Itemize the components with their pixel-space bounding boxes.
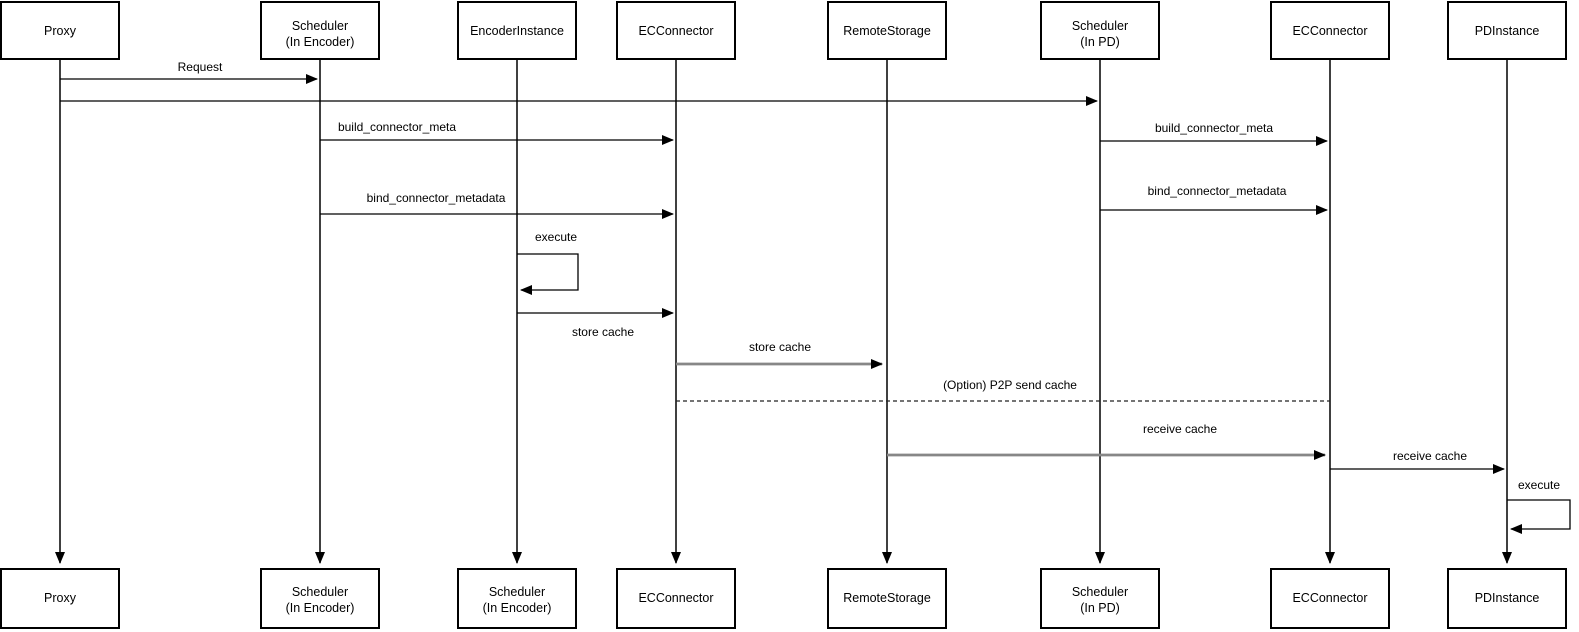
participant-top-remote-storage-label: RemoteStorage [843,24,931,38]
participant-top-scheduler-encoder [260,1,380,60]
message-selfloop-execute-encoder [517,253,579,295]
message-label-store-cache-2: store cache [749,340,811,354]
participant-bottom-encoder-instance-label-1: Scheduler [489,585,545,599]
participant-bottom-scheduler-encoder-label-2: (In Encoder) [286,601,355,615]
participant-top-remote-storage [827,1,947,60]
message-selfloop-execute-pd [1507,499,1571,534]
participant-bottom-remote-storage-label: RemoteStorage [843,591,931,605]
message-label-receive-cache-1: receive cache [1143,422,1217,436]
message-label-build-connector-meta-enc: build_connector_meta [338,120,456,134]
participant-bottom-ec-connector-pd-label: ECConnector [1292,591,1367,605]
participant-bottom-scheduler-pd [1040,568,1160,629]
participant-bottom-proxy [0,568,120,629]
participant-bottom-remote-storage [827,568,947,629]
message-label-bind-connector-metadata-pd: bind_connector_metadata [1148,184,1287,198]
participant-top-ec-connector-pd-label: ECConnector [1292,24,1367,38]
message-label-build-connector-meta-pd: build_connector_meta [1155,121,1273,135]
participant-bottom-pd-instance [1447,568,1567,629]
participant-top-ec-connector-pd [1270,1,1390,60]
participant-top-scheduler-encoder-label-1: Scheduler [292,19,348,33]
participant-bottom-pd-instance-label: PDInstance [1475,591,1540,605]
participant-top-ec-connector-enc-label: ECConnector [638,24,713,38]
participant-top-pd-instance-label: PDInstance [1475,24,1540,38]
participant-bottom-ec-connector-enc [616,568,736,629]
participant-bottom-scheduler-encoder-label-1: Scheduler [292,585,348,599]
message-label-execute-pd: execute [1518,478,1560,492]
participant-bottom-ec-connector-enc-label: ECConnector [638,591,713,605]
participant-bottom-proxy-label: Proxy [44,591,77,605]
participant-top-scheduler-pd [1040,1,1160,60]
participant-bottom-scheduler-pd-label-2: (In PD) [1080,601,1120,615]
participant-bottom-encoder-instance-label-2: (In Encoder) [483,601,552,615]
participant-top-ec-connector-enc [616,1,736,60]
participant-bottom-ec-connector-pd [1270,568,1390,629]
participant-top-proxy [0,1,120,60]
message-label-receive-cache-2: receive cache [1393,449,1467,463]
participant-top-scheduler-encoder-label-2: (In Encoder) [286,35,355,49]
message-label-bind-connector-metadata-enc: bind_connector_metadata [367,191,506,205]
participant-top-proxy-label: Proxy [44,24,77,38]
participant-bottom-scheduler-encoder [260,568,380,629]
message-label-execute-encoder: execute [535,230,577,244]
message-label-store-cache-1: store cache [572,325,634,339]
participant-top-encoder-instance-label: EncoderInstance [470,24,564,38]
participant-bottom-encoder-instance [457,568,577,629]
participant-top-scheduler-pd-label-2: (In PD) [1080,35,1120,49]
message-label-request: Request [178,60,223,74]
message-label-p2p-send-cache: (Option) P2P send cache [943,378,1077,392]
participant-top-pd-instance [1447,1,1567,60]
participant-top-scheduler-pd-label-1: Scheduler [1072,19,1128,33]
participant-bottom-scheduler-pd-label-1: Scheduler [1072,585,1128,599]
participant-top-encoder-instance [457,1,577,60]
